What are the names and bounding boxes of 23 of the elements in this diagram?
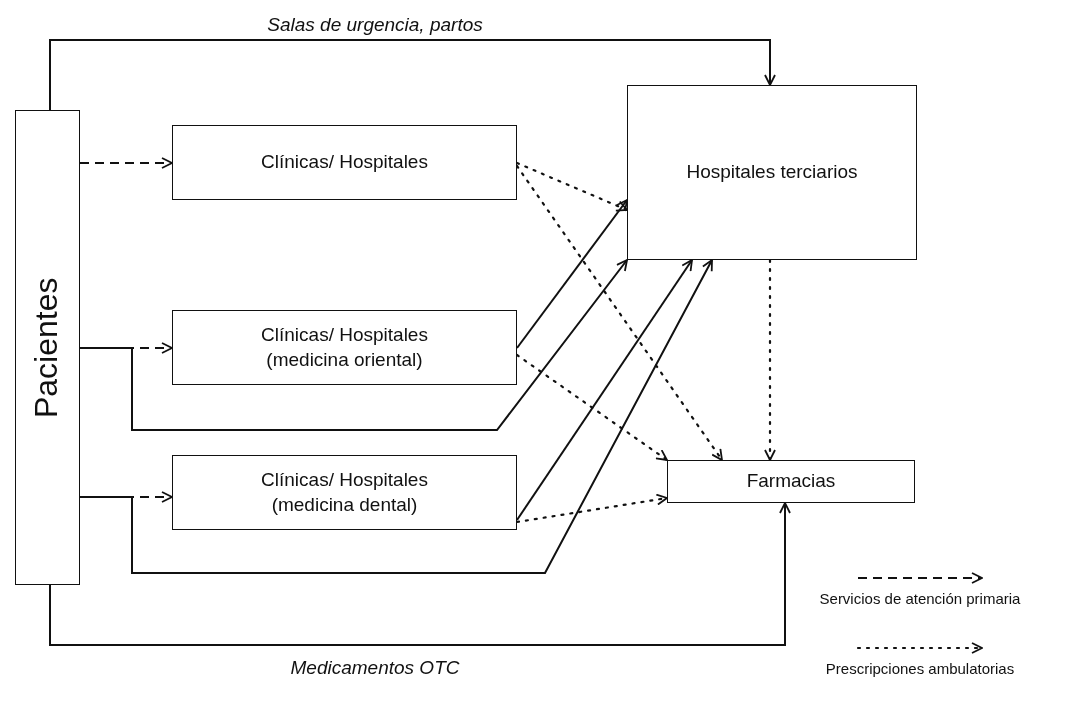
legend-label: Servicios de atención primaria (819, 590, 1021, 607)
dotted-arrow (515, 493, 669, 524)
dashed-arrow (79, 157, 173, 169)
dotted-arrow (515, 164, 724, 462)
process-box (627, 85, 917, 260)
legend-label: Prescripciones ambulatorias (825, 660, 1015, 677)
dotted-arrow (764, 258, 776, 462)
vertical-box (15, 110, 80, 585)
box-label: Clínicas/ Hospitales (medicina oriental) (260, 322, 429, 372)
box-label: Hospitales terciarios (686, 160, 858, 185)
process-box (172, 125, 517, 200)
arrow (516, 199, 628, 349)
box-label: Farmacias (746, 469, 836, 494)
process-box (172, 310, 517, 385)
arrow (49, 502, 791, 646)
process-box (172, 455, 517, 530)
arrow (516, 259, 693, 521)
box-label: Clínicas/ Hospitales (261, 150, 428, 175)
arrow (49, 39, 776, 111)
box-label: Clínicas/ Hospitales (medicina dental) (260, 467, 429, 517)
dotted-arrow (515, 353, 669, 462)
process-box (667, 460, 915, 503)
vertical-label: Pacientes (27, 277, 66, 418)
